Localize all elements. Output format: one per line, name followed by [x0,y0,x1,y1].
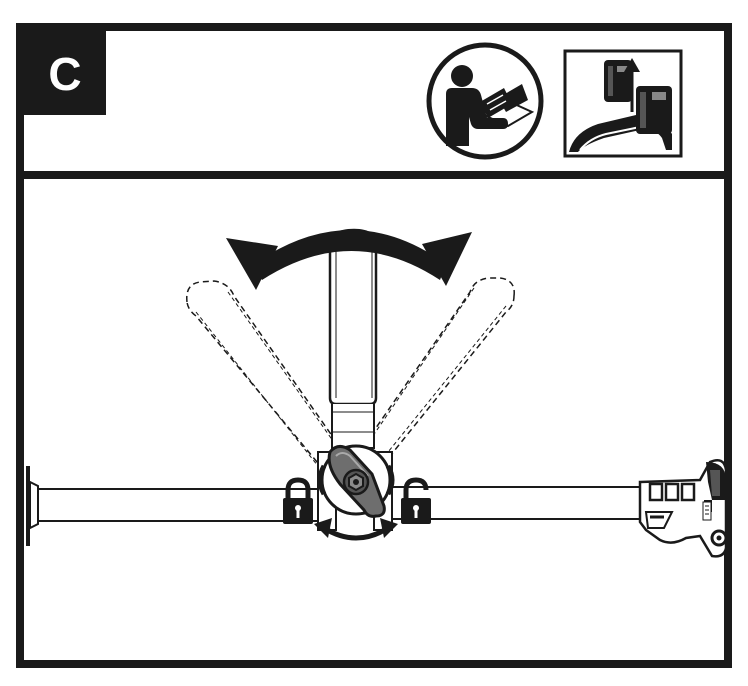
rotate-arrow-icon [314,518,398,541]
housing-label [702,501,712,521]
lock-icon [283,477,313,524]
shaft-end-cap [26,466,39,546]
unlock-icon [401,477,431,524]
pivot-knob [327,445,386,518]
step-badge [24,31,106,115]
handle-upright [328,228,378,449]
remove-battery-icon [563,49,683,158]
outer-frame [16,23,732,668]
read-manual-icon [426,42,544,160]
handle-right-dashed [361,277,515,468]
double-arrow-icon [226,230,472,290]
step-letter: C [48,48,81,100]
motor-housing [638,459,728,558]
handle-left-dashed [186,280,343,470]
